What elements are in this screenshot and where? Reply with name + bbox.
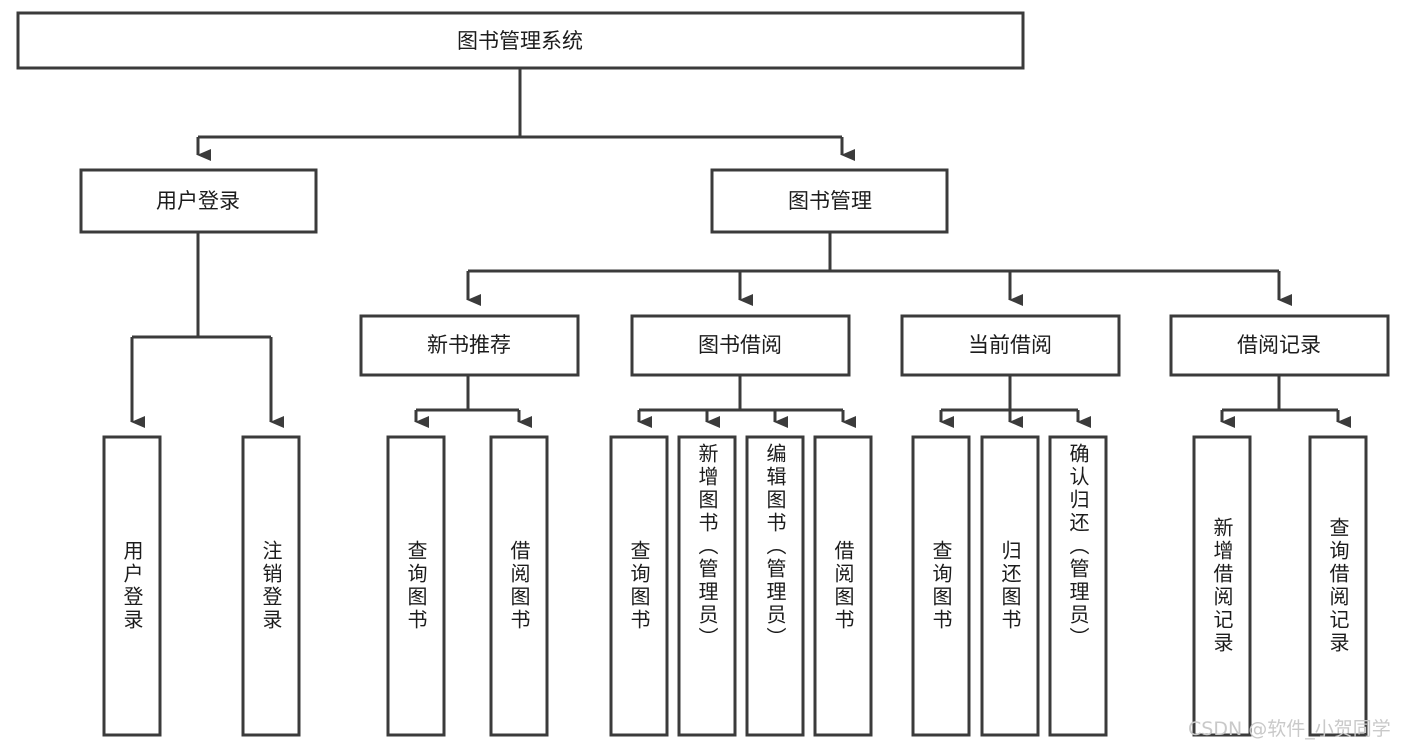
node-borrow-record[interactable]: 借阅记录	[1169, 314, 1390, 377]
leaf-user-login[interactable]: 用户登录	[104, 437, 160, 735]
leaf-box-query-book-3	[911, 435, 971, 737]
node-current-borrow[interactable]: 当前借阅	[900, 314, 1121, 377]
connector-bookmanage-to-level3	[466, 232, 1292, 306]
node-new-book-rec-label: 新书推荐	[427, 333, 511, 357]
leaf-confirm-return-label: 确认归还（管理员）	[1066, 443, 1090, 650]
leaf-return-book[interactable]: 归还图书	[982, 437, 1038, 735]
connector-borrowrecord-to-leaves	[1220, 375, 1351, 428]
leaf-borrow-book-2[interactable]: 借阅图书	[815, 437, 871, 735]
leaf-box-user-login	[102, 435, 162, 737]
leaf-query-record[interactable]: 查询借阅记录	[1310, 437, 1366, 735]
leaf-box-add-record	[1192, 435, 1252, 737]
leaf-box-confirm-return	[1048, 435, 1108, 737]
leaf-box-query-record	[1308, 435, 1368, 737]
connector-currentborrow-to-leaves	[939, 375, 1091, 428]
node-new-book-rec[interactable]: 新书推荐	[359, 314, 580, 377]
leaf-query-book-1-label: 查询图书	[404, 540, 428, 632]
leaf-query-book-1[interactable]: 查询图书	[388, 437, 444, 735]
leaf-add-book[interactable]: 新增图书（管理员）	[679, 437, 735, 735]
leaf-borrow-book-2-label: 借阅图书	[831, 540, 855, 632]
leaf-borrow-book-1[interactable]: 借阅图书	[491, 437, 547, 735]
node-book-borrow[interactable]: 图书借阅	[630, 314, 851, 377]
node-book-manage-label: 图书管理	[788, 189, 872, 213]
leaf-boxes	[102, 435, 1368, 737]
leaf-box-return-book	[980, 435, 1040, 737]
node-current-borrow-label: 当前借阅	[968, 333, 1052, 357]
node-book-borrow-label: 图书借阅	[698, 333, 782, 357]
leaf-box-add-book	[677, 435, 737, 737]
leaf-query-book-3-label: 查询图书	[929, 540, 953, 632]
leaf-query-book-2[interactable]: 查询图书	[611, 437, 667, 735]
leaf-return-book-label: 归还图书	[998, 540, 1022, 632]
leaf-box-borrow-book-2	[813, 435, 873, 737]
leaf-box-borrow-book-1	[489, 435, 549, 737]
connector-root-to-level2	[196, 68, 855, 161]
connector-userlogin-to-leaves	[130, 232, 284, 428]
leaf-box-query-book-2	[609, 435, 669, 737]
node-user-login-label: 用户登录	[156, 189, 240, 213]
node-root[interactable]: 图书管理系统	[16, 11, 1025, 70]
csdn-watermark: CSDN @软件_小贺同学	[1188, 718, 1391, 740]
leaf-box-query-book-1	[386, 435, 446, 737]
leaf-edit-book-label: 编辑图书（管理员）	[763, 443, 787, 650]
leaf-logout[interactable]: 注销登录	[243, 437, 299, 735]
leaf-add-record-label: 新增借阅记录	[1210, 517, 1234, 655]
leaf-box-edit-book	[745, 435, 805, 737]
leaf-confirm-return[interactable]: 确认归还（管理员）	[1050, 437, 1106, 735]
leaf-add-record[interactable]: 新增借阅记录	[1194, 437, 1250, 735]
leaf-borrow-book-1-label: 借阅图书	[507, 540, 531, 632]
leaf-query-record-label: 查询借阅记录	[1326, 517, 1350, 655]
leaf-logout-label: 注销登录	[259, 540, 283, 632]
leaf-user-login-label: 用户登录	[120, 540, 144, 632]
connector-bookborrow-to-leaves	[637, 375, 856, 428]
connector-newbookrec-to-leaves	[414, 375, 532, 428]
leaf-edit-book[interactable]: 编辑图书（管理员）	[747, 437, 803, 735]
leaf-query-book-2-label: 查询图书	[627, 540, 651, 632]
leaf-box-logout	[241, 435, 301, 737]
node-borrow-record-label: 借阅记录	[1237, 333, 1321, 357]
node-book-manage[interactable]: 图书管理	[710, 168, 949, 234]
leaf-add-book-label: 新增图书（管理员）	[695, 443, 719, 650]
node-user-login[interactable]: 用户登录	[79, 168, 318, 234]
leaf-query-book-3[interactable]: 查询图书	[913, 437, 969, 735]
node-root-label: 图书管理系统	[457, 29, 583, 53]
